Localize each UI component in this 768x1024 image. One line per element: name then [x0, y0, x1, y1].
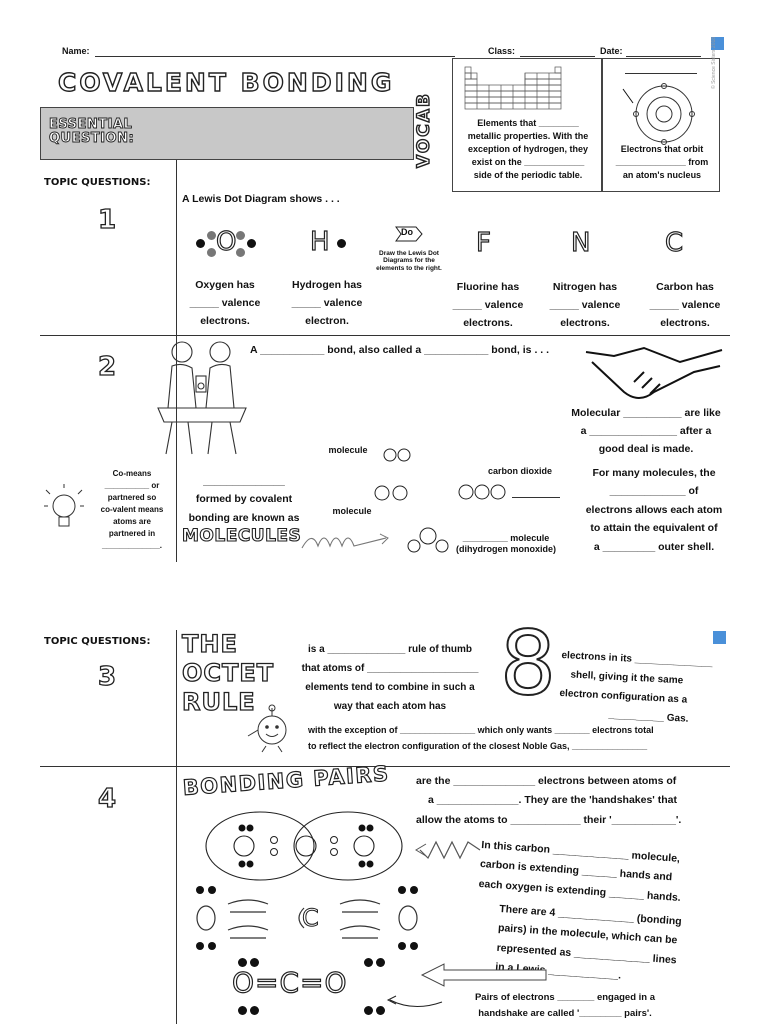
- essential-question-box: ESSENTIAL QUESTION:: [40, 107, 414, 160]
- do-label: Do: [394, 224, 424, 249]
- essential-question-label: ESSENTIAL QUESTION:: [49, 117, 135, 147]
- oxygen-dot-diagram: O: [194, 226, 260, 260]
- lightbulb-icon: [44, 484, 84, 527]
- octet-rule-right-text: electrons in its ______________shell, gi…: [559, 649, 713, 725]
- left-arrow-icon: [420, 963, 547, 987]
- co2-molecule-icon: [458, 484, 506, 500]
- lewis-structure-co2: O=C=O: [230, 958, 390, 1016]
- partners-illustration: [157, 341, 247, 455]
- question-number-2: 2: [97, 351, 117, 382]
- co2-overlap-diagram: [205, 811, 403, 881]
- page-title: COVALENT BONDING: [57, 67, 395, 97]
- copyright-text: © Science Sisters 2018: [711, 36, 717, 89]
- q1-prompt: A Lewis Dot Diagram shows . . .: [182, 193, 340, 205]
- carbon-dioxide-label: carbon dioxide: [488, 466, 553, 476]
- blue-corner-marker-2: [713, 631, 726, 644]
- do-instructions: Draw the Lewis Dot Diagrams for the elem…: [376, 250, 442, 272]
- carbon-symbol: C: [664, 227, 684, 258]
- squiggle-arrow-icon: [301, 533, 389, 549]
- fluorine-symbol: F: [475, 227, 491, 258]
- molecules-word: MOLECULES: [181, 525, 302, 546]
- smiley-mascot-icon: [247, 704, 287, 753]
- question-number-3: 3: [97, 661, 117, 692]
- bonding-pairs-title: BONDING PAIRS: [181, 761, 391, 801]
- date-label: Date:: [600, 46, 623, 56]
- atom-diagram-icon: [622, 83, 695, 145]
- vocab-1-text: Elements that ________metallic propertie…: [467, 118, 589, 181]
- octet-rule-title: THE OCTET RULE: [181, 629, 275, 716]
- hydrogen-dot-diagram: H: [309, 226, 350, 260]
- date-field[interactable]: [626, 56, 701, 57]
- octet-exception-text: with the exception of _______________ wh…: [308, 725, 654, 752]
- topic-questions-label-2: TOPIC QUESTIONS:: [44, 636, 151, 647]
- q2-line1: A ___________ bond, also called a ______…: [250, 344, 550, 356]
- question-number-1: 1: [97, 204, 117, 235]
- name-field[interactable]: [95, 56, 455, 57]
- bonding-pairs-definition: are the ______________ electrons between…: [416, 775, 682, 826]
- molecule-label-2: molecule: [332, 506, 372, 516]
- eight-numeral: 8: [499, 612, 557, 715]
- class-label: Class:: [488, 46, 516, 56]
- molecule-label-1: molecule: [328, 445, 368, 455]
- vocab-label: VOCAB: [413, 91, 434, 168]
- question-number-4: 4: [97, 783, 117, 814]
- class-field[interactable]: [520, 56, 595, 57]
- vocab-box-1: Elements that ________metallic propertie…: [452, 58, 602, 192]
- o2-molecule-icon: [383, 448, 411, 462]
- handshake-icon: [585, 346, 723, 399]
- handshake-bonds-diagram: C: [196, 886, 418, 950]
- periodic-table-icon: [464, 66, 562, 110]
- topic-questions-label-1: TOPIC QUESTIONS:: [44, 177, 151, 188]
- svg-text:C: C: [302, 904, 319, 932]
- curved-arrow-icon: [386, 995, 443, 1007]
- zigzag-arrow-icon: [415, 840, 481, 860]
- water-molecule-text: _________ molecule(dihydrogen monoxide): [456, 533, 556, 554]
- water-molecule-icon: [407, 527, 449, 553]
- blue-corner-marker: [711, 37, 724, 50]
- n2-molecule-icon: [374, 485, 408, 501]
- nitrogen-symbol: N: [570, 227, 591, 258]
- name-label: Name:: [62, 46, 90, 56]
